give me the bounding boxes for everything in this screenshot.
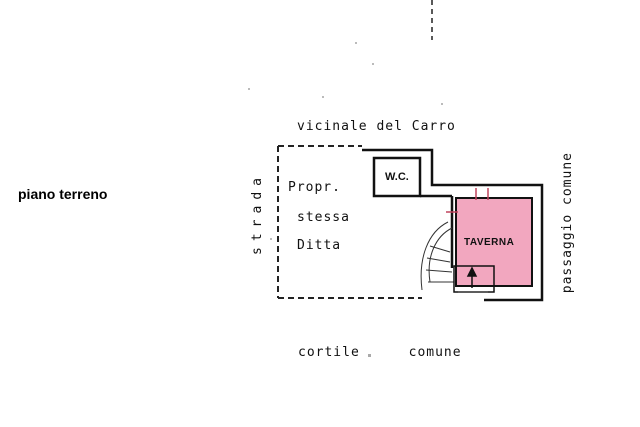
property-boundary [277, 145, 422, 299]
right-passage-label: passaggio comune [560, 152, 575, 294]
bottom-yard-label: cortile comune [298, 345, 462, 360]
staircase [420, 221, 495, 293]
left-room-line3: Ditta [297, 238, 342, 253]
left-room-line2: stessa [297, 210, 350, 225]
wc-label: W.C. [385, 171, 409, 183]
taverna-label: TAVERNA [464, 237, 515, 248]
floor-label: piano terreno [18, 186, 108, 202]
left-room-line1: Propr. [288, 180, 341, 195]
left-street-label: strada [250, 172, 265, 255]
walls [362, 148, 544, 302]
stairs-up-arrow-icon [466, 266, 478, 288]
taverna-door-marks [475, 188, 489, 200]
top-street-label: vicinale del Carro [297, 119, 456, 134]
scan-speckles [248, 42, 443, 240]
